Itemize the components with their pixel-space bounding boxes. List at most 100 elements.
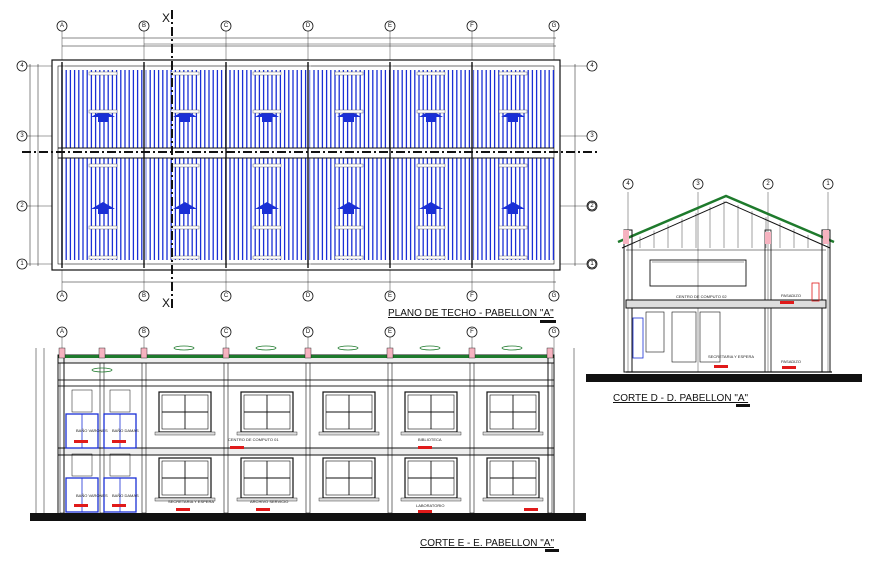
roof-drain-arrow xyxy=(173,110,197,122)
roof-skylight xyxy=(416,225,446,230)
window-sill xyxy=(154,497,216,502)
roof-skylight xyxy=(334,255,364,260)
room-label: BAÑO DAMAS xyxy=(112,493,139,498)
grid-bubble: 3 xyxy=(16,130,28,142)
window-sill xyxy=(236,431,298,436)
grid-bubble: E xyxy=(384,290,396,302)
roof-skylight xyxy=(170,163,200,168)
grid-bubble-label: 1 xyxy=(20,261,24,267)
grid-bubble: F xyxy=(466,20,478,32)
grid-bubble-label: B xyxy=(142,329,146,335)
roof-drain-arrow xyxy=(255,202,279,214)
roof-plan-outline xyxy=(29,37,576,283)
roof-skylight xyxy=(88,109,118,114)
grid-bubble: 4 xyxy=(16,60,28,72)
room-label: ARCHIVO SERVICIO xyxy=(250,499,288,504)
column-cap xyxy=(58,347,66,359)
window-sill xyxy=(154,431,216,436)
roof-drain-arrow xyxy=(419,202,443,214)
roof-vent xyxy=(337,345,359,351)
level-marker xyxy=(256,508,270,511)
stall-upper xyxy=(109,389,131,413)
ee-windows xyxy=(154,391,544,502)
roof-drain-arrow xyxy=(419,110,443,122)
grid-bubble: 3 xyxy=(692,178,704,190)
room-label: PASADIZO xyxy=(781,293,801,298)
column xyxy=(59,362,65,514)
grid-bubble: C xyxy=(220,20,232,32)
level-marker xyxy=(112,504,126,507)
room-label: CENTRO DE COMPUTO 02 xyxy=(676,294,727,299)
grid-bubble-circle xyxy=(762,178,774,190)
roof-skylight xyxy=(170,225,200,230)
roof-skylight xyxy=(498,109,528,114)
roof-skylight xyxy=(334,225,364,230)
room-label: BAÑO VARONES xyxy=(76,428,108,433)
grid-bubble: 1 xyxy=(822,178,834,190)
window xyxy=(236,391,298,436)
grid-bubble: C xyxy=(220,290,232,302)
roof-plan-title: PLANO DE TECHO - PABELLON "A" xyxy=(388,308,554,319)
scale-bar xyxy=(736,404,750,407)
roof-skylight xyxy=(416,71,446,76)
column xyxy=(141,362,147,514)
dd-structure xyxy=(617,192,835,373)
ee-bathroom-doors xyxy=(65,389,538,513)
grid-bubble-label: 2 xyxy=(20,203,24,209)
stall-upper xyxy=(71,389,93,413)
level-marker xyxy=(74,504,88,507)
bathroom-stall xyxy=(103,389,137,449)
grid-bubble-circle xyxy=(587,259,597,269)
grid-bubble: E xyxy=(384,20,396,32)
roof-skylight xyxy=(88,71,118,76)
roof-vent xyxy=(501,345,523,351)
grid-bubble-label: F xyxy=(470,329,474,335)
scale-bar xyxy=(545,549,559,552)
column-cap xyxy=(304,347,312,359)
room-label: CENTRO DE COMPUTO 01 xyxy=(228,437,279,442)
grid-bubble: B xyxy=(138,290,150,302)
grid-bubble: G xyxy=(548,290,560,302)
grid-bubble-label: E xyxy=(388,23,392,29)
roof-skylight xyxy=(498,71,528,76)
section-ee-title: CORTE E - E. PABELLON "A" xyxy=(420,538,554,549)
grid-bubble-circle xyxy=(587,201,597,211)
window-sill xyxy=(318,497,380,502)
grid-bubble-circle xyxy=(622,178,634,190)
window-sill xyxy=(400,497,462,502)
bathroom-stall xyxy=(65,389,99,449)
grid-bubble: E xyxy=(384,326,396,338)
roof-skylight xyxy=(88,225,118,230)
section-mark: X xyxy=(162,296,170,310)
column xyxy=(469,362,475,514)
grid-bubble: D xyxy=(302,20,314,32)
roof-skylight xyxy=(252,71,282,76)
grid-bubble: 4 xyxy=(586,60,598,72)
column-cap xyxy=(386,347,394,359)
grid-bubble: 3 xyxy=(586,130,598,142)
grid-bubble-label: B xyxy=(142,23,146,29)
column-cap xyxy=(140,347,148,359)
room-label: PASADIZO xyxy=(781,359,801,364)
grid-bubble: A xyxy=(56,290,68,302)
grid-bubble-label: 2 xyxy=(590,203,594,209)
roof-skylight xyxy=(170,255,200,260)
grid-bubble-label: A xyxy=(60,293,64,299)
grid-bubble: 4 xyxy=(622,178,634,190)
grid-bubble-label: F xyxy=(470,293,474,299)
room-label: SECRETARIA Y ESPERA xyxy=(168,499,214,504)
room-label: SECRETARIA Y ESPERA xyxy=(708,354,754,359)
grid-bubble-label: A xyxy=(60,329,64,335)
window-sill xyxy=(318,431,380,436)
roof-skylight xyxy=(416,109,446,114)
roof-skylight xyxy=(88,163,118,168)
level-marker xyxy=(780,301,794,304)
grid-bubble: F xyxy=(466,326,478,338)
grid-bubble-label: G xyxy=(552,23,557,29)
roof-drain-arrow xyxy=(501,110,525,122)
room-label: BIBLIOTECA xyxy=(418,437,442,442)
grid-bubbles-dd-right: 21 xyxy=(587,201,597,269)
